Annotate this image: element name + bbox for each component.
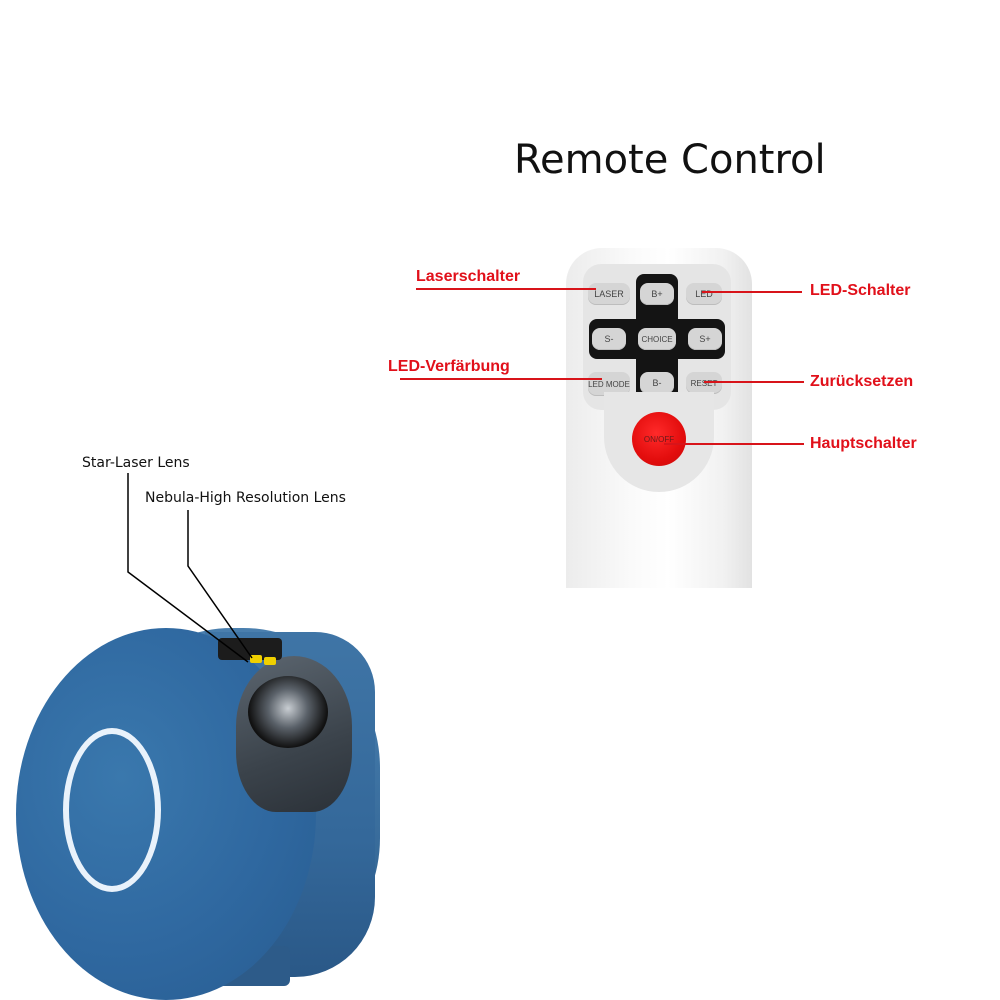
hauptschalter-lead [664,443,804,445]
laser-emitter [250,655,262,663]
brightness-down-button[interactable]: B- [640,372,674,394]
laser-emitter [264,657,276,665]
page-title: Remote Control [514,137,826,183]
led-verfarbung-label: LED-Verfärbung [388,358,510,375]
speed-up-button[interactable]: S+ [688,328,722,350]
star-laser-lens-label: Star-Laser Lens [82,455,190,471]
speed-down-button[interactable]: S- [592,328,626,350]
led-button[interactable]: LED [686,283,722,305]
zuruecksetzen-lead [704,381,804,383]
choice-button[interactable]: CHOICE [638,328,676,350]
nebula-lens-label: Nebula-High Resolution Lens [145,490,346,506]
led-verfarbung-lead [400,378,602,380]
nebula-lens [248,676,328,748]
hauptschalter-label: Hauptschalter [810,435,917,452]
laserschalter-label: Laserschalter [416,268,521,285]
laserschalter-lead [416,288,596,290]
reset-button[interactable]: RESET [686,372,722,394]
brightness-up-button[interactable]: B+ [640,283,674,305]
power-button[interactable]: ON/OFF [632,412,686,466]
led-schalter-lead [702,291,802,293]
zuruecksetzen-label: Zurücksetzen [810,373,914,390]
light-ring [63,728,161,892]
laser-button[interactable]: LASER [588,283,630,305]
laser-slot [218,638,282,660]
led-schalter-label: LED-Schalter [810,282,911,299]
